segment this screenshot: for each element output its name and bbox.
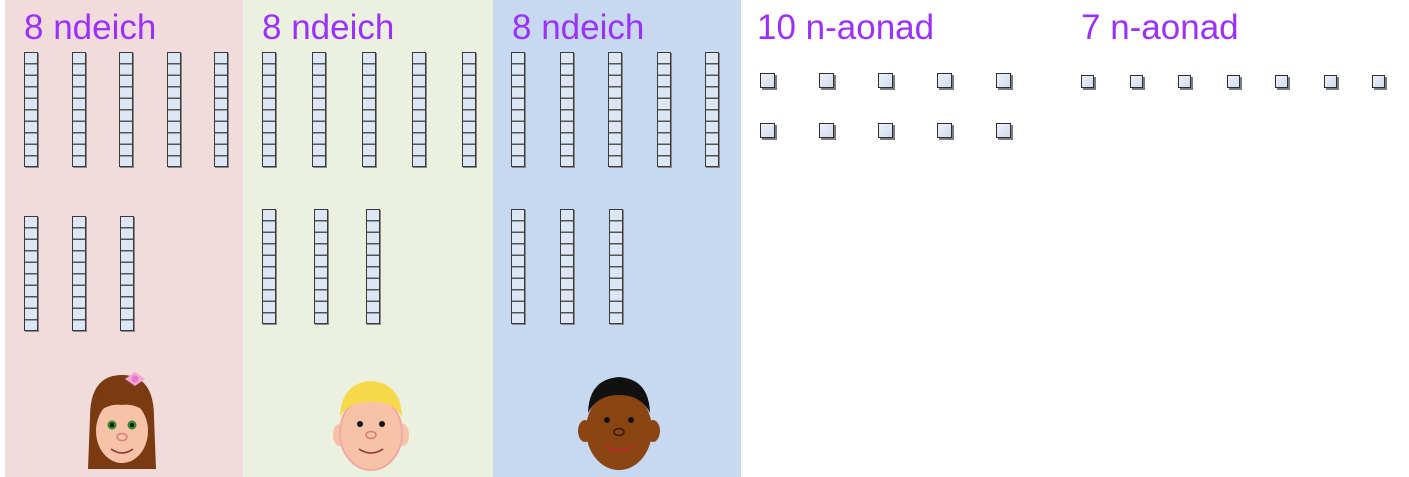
unit-cube <box>937 123 952 138</box>
ten-rod <box>24 216 38 331</box>
unit-cube <box>878 73 893 88</box>
unit-cube <box>1324 75 1337 88</box>
ten-rod <box>511 209 525 324</box>
unit-cube <box>819 73 834 88</box>
ten-rod <box>312 52 326 167</box>
unit-cube <box>1227 75 1240 88</box>
ten-rod <box>560 209 574 324</box>
unit-cube <box>760 123 775 138</box>
ten-rod <box>214 52 228 167</box>
ten-rod <box>560 52 574 167</box>
unit-cube <box>1372 75 1385 88</box>
ten-rod <box>412 52 426 167</box>
tens-panel-blue: 8 ndeich <box>493 0 741 477</box>
ten-rod <box>262 52 276 167</box>
ten-rod <box>511 52 525 167</box>
ten-rod <box>366 209 380 324</box>
dark-boy-face-icon <box>569 365 669 475</box>
tens-panel-green: 8 ndeich <box>243 0 493 477</box>
girl-face-icon <box>72 365 172 475</box>
unit-cube <box>996 73 1011 88</box>
tens-panel-pink: 8 ndeich <box>5 0 243 477</box>
ten-rod <box>119 52 133 167</box>
ten-rod <box>314 209 328 324</box>
ten-rod <box>362 52 376 167</box>
ten-rod <box>24 52 38 167</box>
unit-cube <box>996 123 1011 138</box>
unit-cube <box>937 73 952 88</box>
ten-rod <box>657 52 671 167</box>
ten-rod <box>609 209 623 324</box>
ten-rod <box>72 216 86 331</box>
unit-cube <box>878 123 893 138</box>
tens-rods <box>5 0 243 340</box>
units-label: 10 n-aonad <box>757 8 934 48</box>
unit-cube <box>1275 75 1288 88</box>
ten-rod <box>608 52 622 167</box>
units-label: 7 n-aonad <box>1081 8 1239 48</box>
unit-cube <box>1081 75 1094 88</box>
ten-rod <box>705 52 719 167</box>
ten-rod <box>72 52 86 167</box>
unit-cube <box>1178 75 1191 88</box>
tens-rods <box>493 0 741 340</box>
ten-rod <box>262 209 276 324</box>
ten-rod <box>462 52 476 167</box>
blond-boy-face-icon <box>321 365 421 475</box>
ten-rod <box>120 216 134 331</box>
unit-cube <box>1130 75 1143 88</box>
ten-rod <box>167 52 181 167</box>
tens-rods <box>243 0 493 340</box>
unit-cube <box>819 123 834 138</box>
unit-cube <box>760 73 775 88</box>
